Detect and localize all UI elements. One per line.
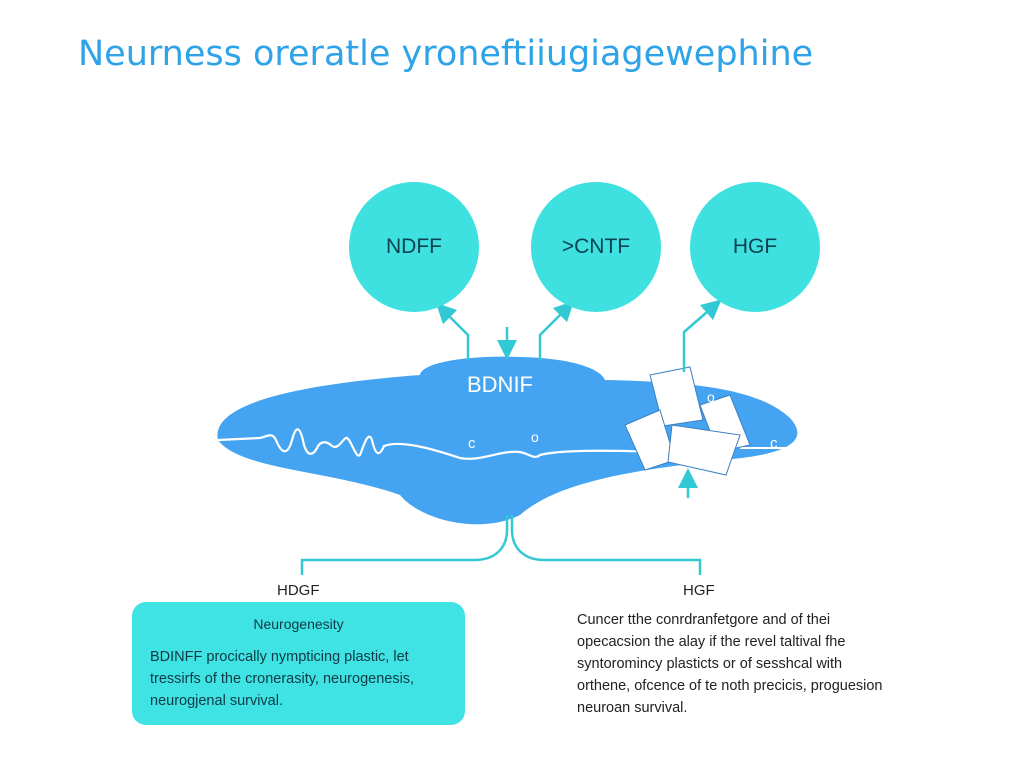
factor-label-hgf: HGF bbox=[732, 235, 778, 258]
side-description-text: Cuncer tthe conrdranfetgore and of thei … bbox=[577, 612, 883, 716]
card-body: BDINFF procically nympticing plastic, le… bbox=[150, 649, 415, 709]
factor-circle-cntf: >CNTF bbox=[531, 182, 661, 312]
branch-label-left: HDGF bbox=[277, 582, 320, 599]
glyph-c-2: c bbox=[770, 435, 778, 452]
card-title: Neurogenesity bbox=[253, 616, 344, 632]
factor-label-cntf: >CNTF bbox=[561, 235, 631, 258]
factor-circle-hgf: HGF bbox=[690, 182, 820, 312]
signal-wave-line bbox=[217, 428, 661, 460]
glyph-c-1: c bbox=[468, 435, 476, 452]
central-blob-shape bbox=[217, 356, 798, 525]
arrow-to-ndff bbox=[435, 302, 470, 360]
glyph-o-1: o bbox=[531, 429, 539, 445]
membrane-squares bbox=[624, 366, 751, 476]
branch-line-left bbox=[300, 515, 509, 575]
arrow-to-hgf bbox=[682, 299, 722, 372]
neurogenesis-info-card: Neurogenesity BDINFF procically nymptici… bbox=[132, 602, 465, 725]
arrow-to-cntf bbox=[538, 300, 575, 360]
page-title: Neurness oreratle yroneftiiugiagewephine bbox=[78, 34, 814, 74]
factor-circle-ndff: NDFF bbox=[349, 182, 479, 312]
central-blob-label: BDNIF bbox=[467, 372, 533, 397]
branch-label-right: HGF bbox=[683, 582, 715, 599]
branch-line-right bbox=[510, 515, 702, 575]
factor-label-ndff: NDFF bbox=[386, 235, 442, 258]
glyph-o-2: o bbox=[707, 389, 715, 405]
